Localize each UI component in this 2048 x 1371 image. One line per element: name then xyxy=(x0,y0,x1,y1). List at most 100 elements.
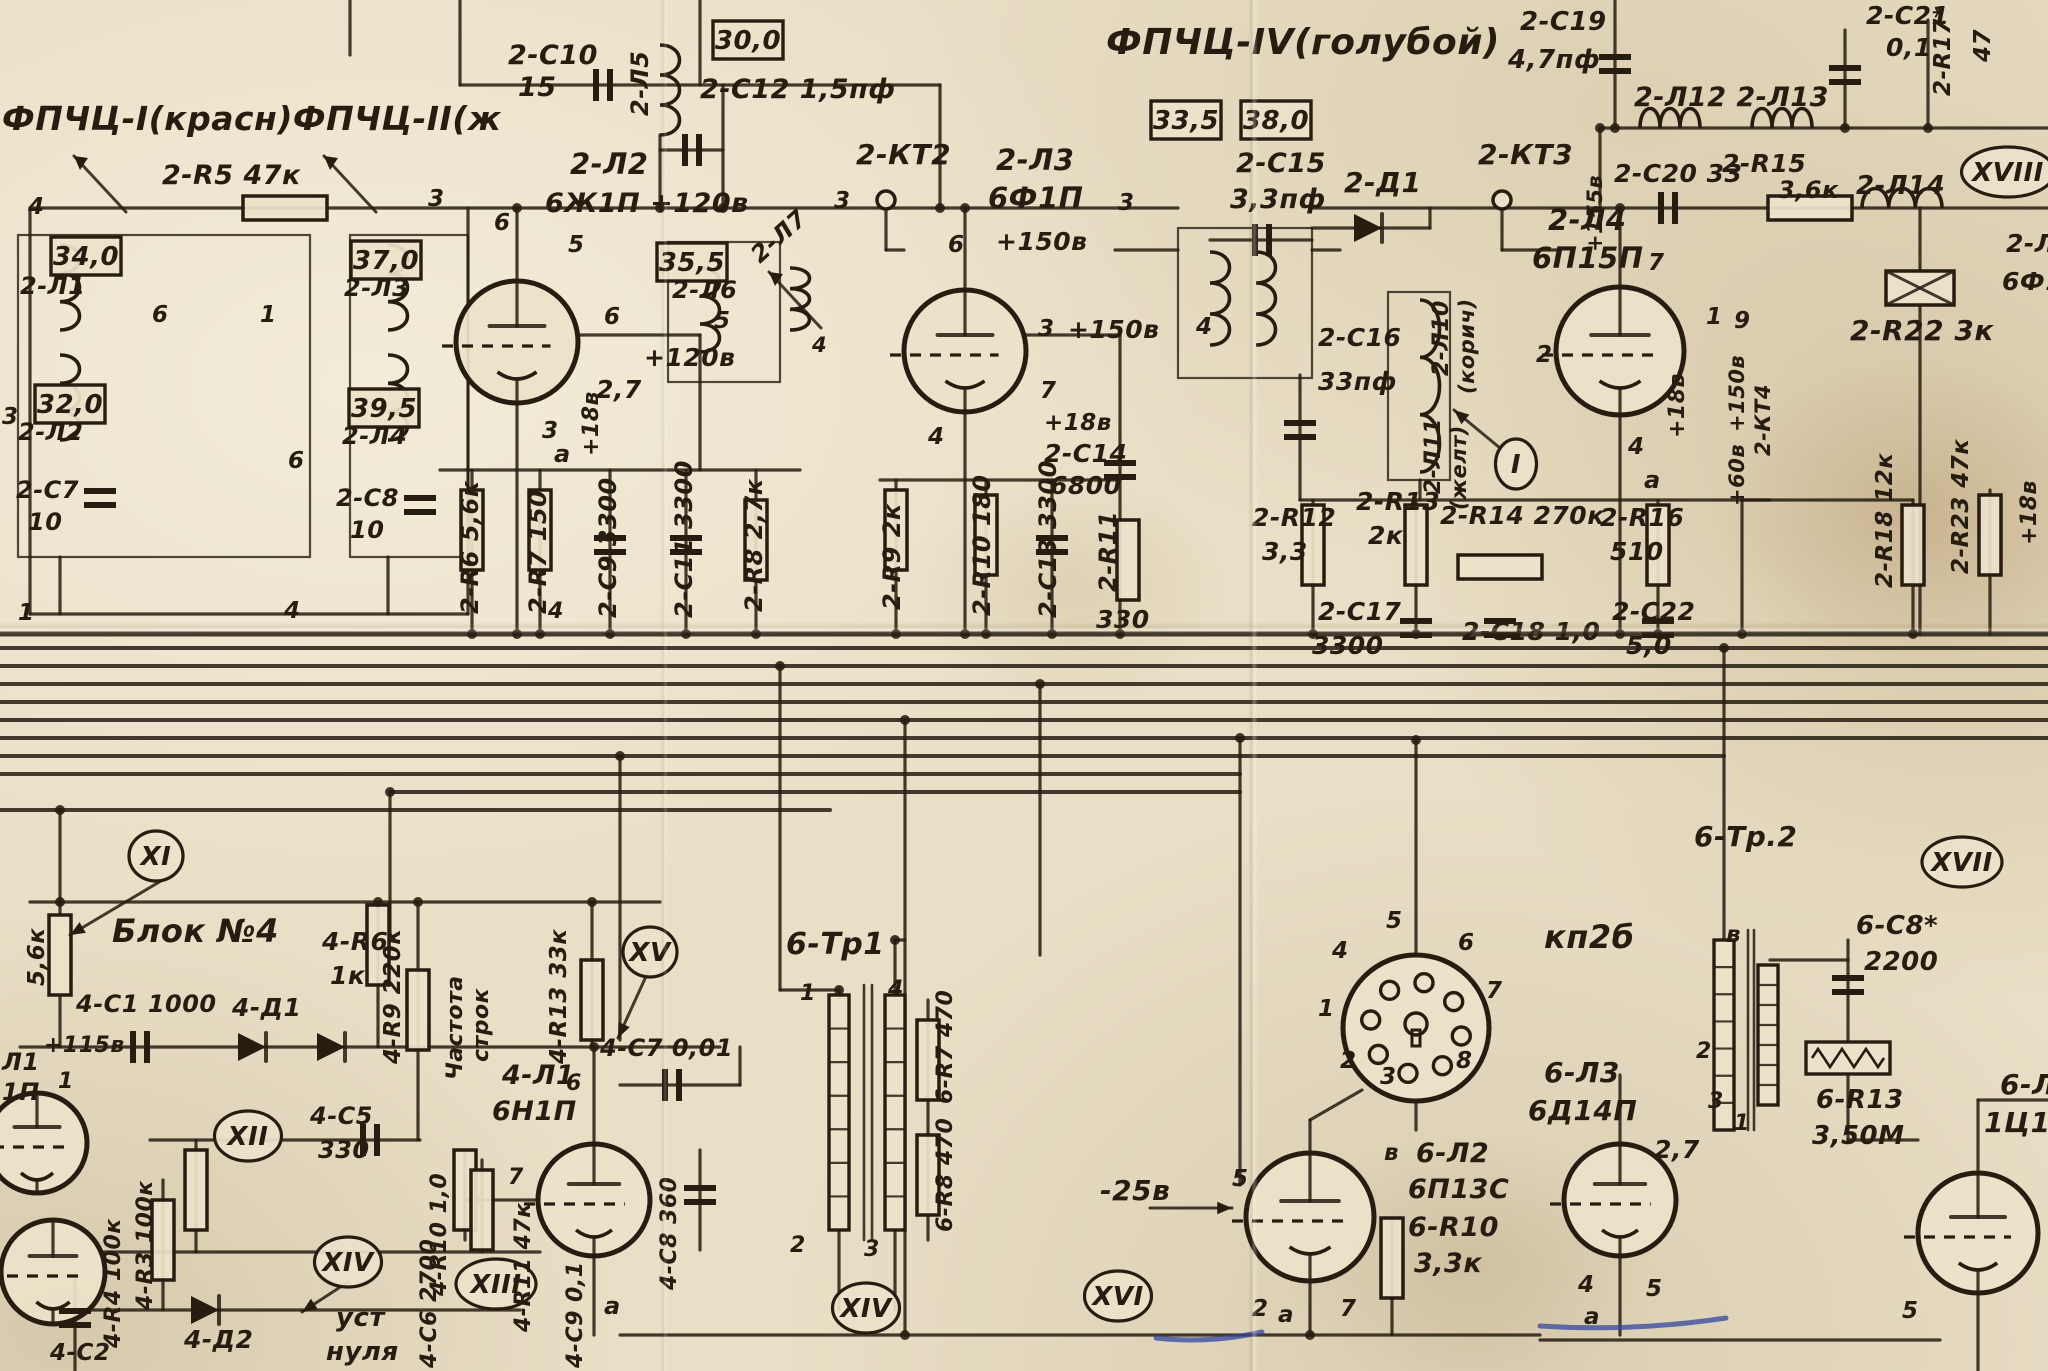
component-label: 6800 xyxy=(1050,471,1122,500)
component-label: 4-R6 xyxy=(321,927,388,956)
component-label: 6-R13 xyxy=(1816,1085,1904,1115)
component-label: 6Ф1 xyxy=(2002,267,2048,296)
component-label: 2к xyxy=(1368,521,1404,550)
component-label: 2 xyxy=(1340,1048,1357,1074)
section-marker xyxy=(1920,835,2004,889)
resistor-icon xyxy=(1900,503,1926,587)
junction-dot xyxy=(615,751,625,761)
component-label: 2-Л3 xyxy=(344,274,409,302)
component-label: 6Ж1П +120в xyxy=(545,188,749,219)
filter-block-frame xyxy=(1176,226,1314,380)
component-label: 4 xyxy=(1577,1272,1595,1298)
component-label: 6 xyxy=(604,304,621,330)
component-label: 3 xyxy=(1038,316,1055,342)
component-label: 2-КТ2 xyxy=(856,138,951,171)
section-marker-label: XIV xyxy=(320,1248,375,1278)
capacitor-icon xyxy=(684,1199,716,1205)
component-label: +115в xyxy=(44,1033,125,1058)
trimmer-arrowhead xyxy=(769,272,783,286)
capacitor-icon xyxy=(59,1308,91,1314)
junction-dot xyxy=(718,203,728,213)
component-label: 4 xyxy=(547,599,564,624)
component-label: 4 xyxy=(927,424,945,450)
component-label: 4-С5 xyxy=(309,1102,373,1130)
component-label: 3300 xyxy=(1312,631,1384,660)
resistor-icon xyxy=(1766,194,1854,222)
capacitor-icon xyxy=(1266,224,1272,256)
component-label: -25в xyxy=(1100,1174,1170,1207)
component-label: 2-Д1 xyxy=(1344,166,1422,199)
component-label: 6-Тр1 xyxy=(786,927,885,962)
component-label: 5 xyxy=(1902,1298,1919,1324)
frequency-marker-label: 37,0 xyxy=(353,246,419,276)
component-label: 2-С11 3300 xyxy=(670,460,698,618)
capacitor-icon xyxy=(1829,65,1861,71)
component-label: 4 xyxy=(1195,314,1213,340)
capacitor-icon xyxy=(130,1031,136,1063)
resistor-icon xyxy=(1456,553,1544,581)
component-label: +18в xyxy=(1665,373,1690,438)
capacitor-icon xyxy=(1036,535,1068,541)
component-label: 5 xyxy=(714,308,731,334)
junction-dot xyxy=(891,629,901,639)
annotation-arrowhead xyxy=(1217,1201,1232,1215)
socket-key xyxy=(1403,1011,1429,1037)
component-label: +120в xyxy=(644,343,735,372)
component-label: 2-R13 xyxy=(1356,487,1440,516)
component-label: 2 xyxy=(1536,342,1553,368)
junction-dot xyxy=(55,897,65,907)
diode-icon xyxy=(1354,214,1382,242)
component-label: 2-Л4 xyxy=(342,422,407,450)
capacitor-icon xyxy=(404,509,436,515)
junction-dot xyxy=(655,203,665,213)
junction-dot xyxy=(1840,123,1850,133)
component-label: 2-Л5 xyxy=(626,51,654,116)
junction-dot xyxy=(605,629,615,639)
component-label: 4-Л1 xyxy=(501,1060,575,1091)
component-label: 4-R11 47к xyxy=(511,1202,536,1333)
capacitor-icon xyxy=(1484,618,1516,624)
frequency-marker-label: 34,0 xyxy=(53,242,119,272)
component-label: 6Ф1П xyxy=(988,181,1083,215)
component-label: 3,3 xyxy=(1262,537,1308,566)
component-label: 2-R18 12к xyxy=(1872,452,1898,588)
socket-pin-hole xyxy=(1431,1054,1454,1077)
component-label: 4-С2 xyxy=(49,1340,110,1366)
capacitor-icon xyxy=(682,134,688,166)
component-label: 6 xyxy=(494,210,511,236)
inductor-icon xyxy=(1255,250,1278,347)
component-label: 2,7 xyxy=(1654,1135,1700,1164)
capacitor-icon xyxy=(360,1124,366,1156)
component-label: 6 xyxy=(152,302,169,328)
component-label: 3 xyxy=(2,404,19,430)
section-marker-label: XIV xyxy=(838,1294,893,1324)
component-label: +60в xyxy=(1725,444,1749,506)
component-label: 2-С14 xyxy=(1044,439,1127,468)
component-label: 2-R7 150 xyxy=(524,490,552,614)
component-label: Блок №4 xyxy=(112,912,279,950)
section-title: ФПЧЦ-I(красн)ФПЧЦ-II(ж xyxy=(2,99,502,138)
component-label: а xyxy=(1278,1302,1294,1328)
component-label: 4 xyxy=(1627,434,1645,460)
section-marker xyxy=(1082,1269,1154,1323)
component-label: 2-Л2 xyxy=(570,147,648,181)
component-label: 2-R16 xyxy=(1600,503,1684,532)
component-label: 2-КТ3 xyxy=(1478,138,1573,171)
component-label: 2-R12 xyxy=(1252,503,1336,532)
component-label: 6-Л2 xyxy=(1416,1138,1489,1169)
junction-dot xyxy=(1305,1330,1315,1340)
inductor-icon xyxy=(1750,106,1814,129)
component-label: 2-С22 xyxy=(1612,597,1695,626)
component-label: 2-R10 180 xyxy=(968,475,996,617)
section-marker xyxy=(312,1235,384,1289)
capacitor-icon xyxy=(696,134,702,166)
component-label: 2-С16 xyxy=(1318,323,1401,352)
section-marker xyxy=(621,925,679,979)
inductor-icon xyxy=(1419,298,1442,474)
resistor-icon xyxy=(241,194,329,222)
component-label: 2-R23 47к xyxy=(1948,438,1974,574)
component-label: 2-Л1 xyxy=(20,272,85,300)
component-label: 3,6к xyxy=(1778,176,1839,204)
junction-dot xyxy=(1308,629,1318,639)
component-label: 4-R4 100к xyxy=(101,1218,126,1349)
